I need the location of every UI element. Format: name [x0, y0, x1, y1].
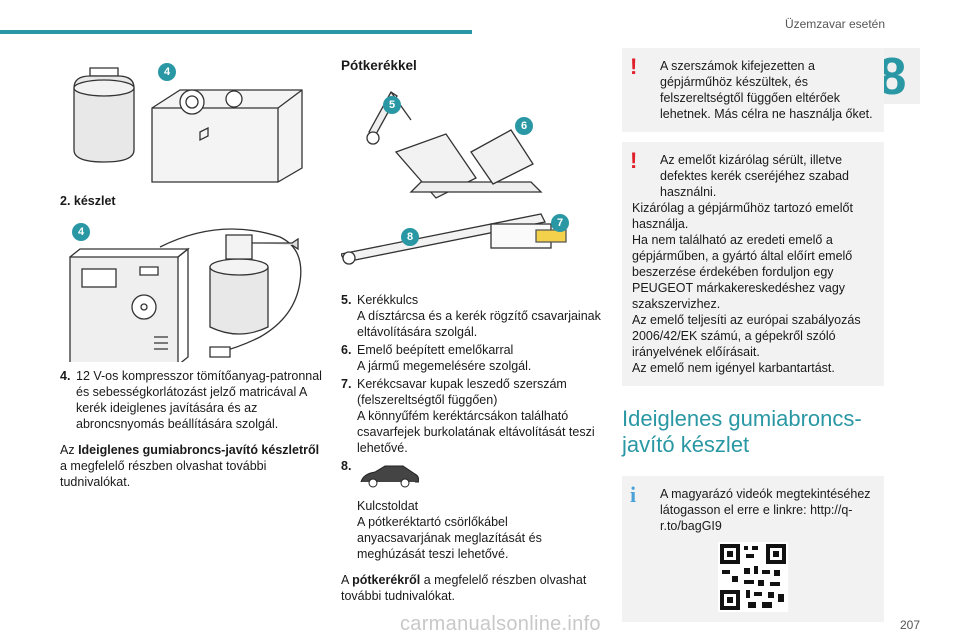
column-left: 4 2. készlet 4 4. 12: [60, 48, 322, 490]
bold-reference: Ideiglenes gumiabroncs-javító készletről: [78, 443, 320, 457]
note-text: A magyarázó videók megtekintéséhez látog…: [660, 487, 871, 533]
item-description: A jármű megemelésére szolgál.: [357, 359, 532, 373]
item-title: Kulcstoldat: [357, 499, 419, 513]
watermark: carmanualsonline.info: [400, 613, 601, 635]
note-text: Az emelőt kizárólag sérült, illetve defe…: [660, 153, 849, 199]
section-title: Ideiglenes gumiabroncs-javító készlet: [622, 406, 862, 457]
warning-note-jack: ! Az emelőt kizárólag sérült, illetve de…: [622, 142, 884, 386]
item-number: 8.: [341, 459, 352, 473]
list-item-5: 5. Kerékkulcs A dísztárcsa és a kerék rög…: [341, 292, 603, 340]
column-right: ! A szerszámok kifejezetten a gépjárműhö…: [622, 48, 884, 632]
section-heading: Pótkerékkel: [341, 58, 417, 73]
warning-note-tools: ! A szerszámok kifejezetten a gépjárműhö…: [622, 48, 884, 132]
qr-code-icon: [718, 542, 788, 612]
callout-8: 8: [401, 228, 419, 246]
bold-reference: pótkerékről: [352, 573, 421, 587]
callout-6: 6: [515, 117, 533, 135]
compressor-kit-2-illustration: [69, 228, 302, 366]
header-accent-bar: [0, 30, 472, 34]
item-text: Kerékcsavar kupak leszedő szerszám (fels…: [357, 376, 603, 456]
list-item-6: 6. Emelő beépített emelőkarral A jármű me…: [341, 342, 603, 374]
item-title: Kerékcsavar kupak leszedő szerszám (fels…: [357, 377, 567, 407]
callout-4: 4: [158, 63, 176, 81]
column-middle: Pótkerékkel 5 6 7 8 5. Kerékkulcs A díszt…: [340, 48, 603, 604]
compressor-kit-2-figure: 4: [60, 217, 322, 366]
item-number: 4.: [60, 369, 71, 383]
list-item-4: 4. 12 V-os kompresszor tömítőanyag-patro…: [60, 368, 322, 432]
reference-paragraph: Az Ideiglenes gumiabroncs-javító készlet…: [60, 442, 322, 490]
item-text: Emelő beépített emelőkarral A jármű megem…: [357, 342, 603, 374]
item-number: 5.: [341, 293, 352, 307]
text-run: a megfelelő részben olvashat további tud…: [60, 459, 267, 489]
item-text: 12 V-os kompresszor tömítőanyag-patronna…: [76, 369, 322, 431]
tools-list: 5. Kerékkulcs A dísztárcsa és a kerék rög…: [341, 292, 603, 562]
item-text: Kerékkulcs A dísztárcsa és a kerék rögzít…: [357, 292, 603, 340]
info-icon: i: [630, 482, 637, 507]
car-silhouette-icon: [360, 465, 419, 488]
item-title: Kerékkulcs: [357, 293, 419, 307]
compressor-kit-1-figure: 4: [60, 48, 322, 183]
note-text: A szerszámok kifejezetten a gépjárműhöz …: [660, 59, 873, 121]
info-note-video: i A magyarázó videók megtekintéséhez lát…: [622, 476, 884, 622]
tools-figure: 5 6 7 8: [340, 82, 603, 282]
page-number: 207: [899, 618, 920, 632]
callout-4: 4: [72, 223, 90, 241]
text-run: a megfelelő részben olvashat további tud…: [341, 573, 587, 603]
note-text: Az emelő teljesíti az európai szabályozá…: [632, 313, 861, 359]
callout-7: 7: [551, 214, 569, 232]
running-head: Üzemzavar esetén: [784, 17, 885, 31]
note-text: Kizárólag a gépjárműhöz tartozó emelőt h…: [632, 201, 853, 231]
item-number: 7.: [341, 377, 352, 391]
warning-icon: !: [630, 54, 638, 79]
list-item-8: 8. Kulcstoldat A pótkeréktartó csörlőkábe…: [341, 458, 603, 562]
item-number: 6.: [341, 343, 352, 357]
item-description: A dísztárcsa és a kerék rögzítő csavarja…: [357, 309, 601, 339]
note-text: Ha nem található az eredeti emelő a gépj…: [632, 233, 853, 311]
item-description: A könnyűfém keréktárcsákon található csa…: [357, 409, 595, 455]
item-title: Emelő beépített emelőkarral: [357, 343, 514, 357]
text-run: Az: [60, 443, 79, 457]
kit-label: 2. készlet: [60, 194, 116, 208]
note-text: Az emelő nem igényel karbantartást.: [632, 361, 835, 375]
reference-paragraph: A pótkerékről a megfelelő részben olvash…: [341, 572, 603, 604]
tools-illustration: [340, 91, 567, 265]
item-text: Kulcstoldat A pótkeréktartó csörlőkábel a…: [357, 458, 603, 562]
item-description: A pótkeréktartó csörlőkábel anyacsavarjá…: [357, 515, 542, 561]
warning-icon: !: [630, 148, 638, 173]
callout-5: 5: [383, 96, 401, 114]
text-run: A: [341, 573, 353, 587]
list-item-7: 7. Kerékcsavar kupak leszedő szerszám (f…: [341, 376, 603, 456]
compressor-kit-1-illustration: [73, 67, 303, 183]
